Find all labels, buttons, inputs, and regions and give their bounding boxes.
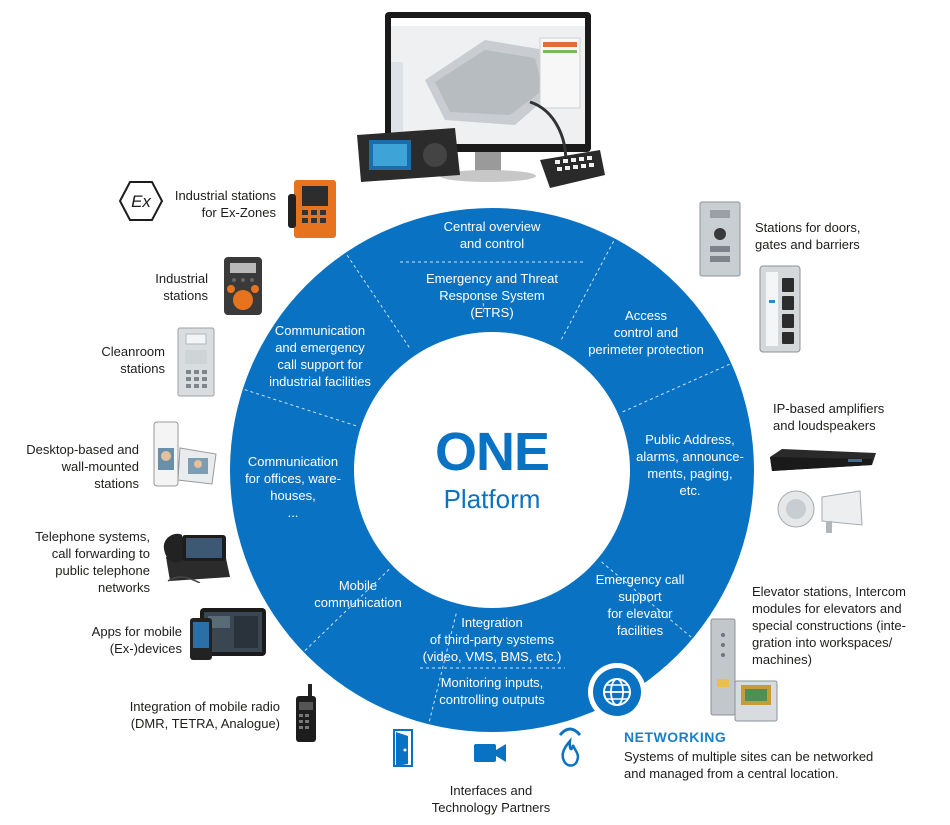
video-camera-icon [472,740,508,766]
ring-segment-text: Public Address,alarms, announce-ments, p… [636,432,744,498]
ring-divider [303,568,390,653]
ex-zone-icon: Ex [118,180,164,222]
door-station-image [698,200,808,355]
door-icon [390,728,416,768]
mobile-devices-image [186,604,268,662]
svg-text:Ex: Ex [131,192,151,211]
ring-divider [561,238,616,340]
label-cleanroom-stations: Cleanroom stations [101,344,165,376]
ring-divider [345,252,410,348]
loudspeaker-image [776,485,866,537]
ring-divider [428,613,457,725]
center-title: ONE [435,422,549,482]
monitor-workstation-image [355,10,610,195]
ring-divider [601,561,694,639]
mobile-radio-image [290,684,320,744]
industrial-station-image [222,255,264,317]
networking-title: NETWORKING [624,729,727,745]
label-telephone-systems: Telephone systems, call forwarding to pu… [35,529,150,595]
fire-alarm-icon [555,725,585,769]
desktop-station-image [150,418,222,490]
ring-divider [482,298,485,313]
label-ex-stations: Industrial stations for Ex-Zones [174,188,276,220]
label-amplifiers: IP-based amplifiers and loudspeakers [773,401,885,433]
interfaces-label: Interfaces and Technology Partners [431,783,551,815]
ring-inner [354,332,630,608]
label-elevator-stations: Elevator stations, Intercom modules for … [752,584,906,667]
ex-station-image [288,176,340,242]
label-door-stations: Stations for doors, gates and barriers [755,220,861,252]
globe-icon [588,663,646,721]
ring-segment-text: Monitoring inputs,controlling outputs [439,675,545,707]
label-industrial-stations: Industrial stations [155,271,208,303]
center-subtitle: Platform [444,484,541,514]
networking-text: Systems of multiple sites can be network… [624,749,874,781]
cleanroom-station-image [176,326,216,398]
amplifier-image [768,447,878,475]
elevator-station-image [705,615,785,725]
label-mobile-radio: Integration of mobile radio (DMR, TETRA,… [129,699,280,731]
ring-divider [242,388,357,427]
telephone-image [160,527,232,584]
label-desktop-stations: Desktop-based and wall-mounted stations [26,442,139,491]
label-mobile-apps: Apps for mobile (Ex-)devices [91,624,182,656]
ring-divider [622,362,732,413]
